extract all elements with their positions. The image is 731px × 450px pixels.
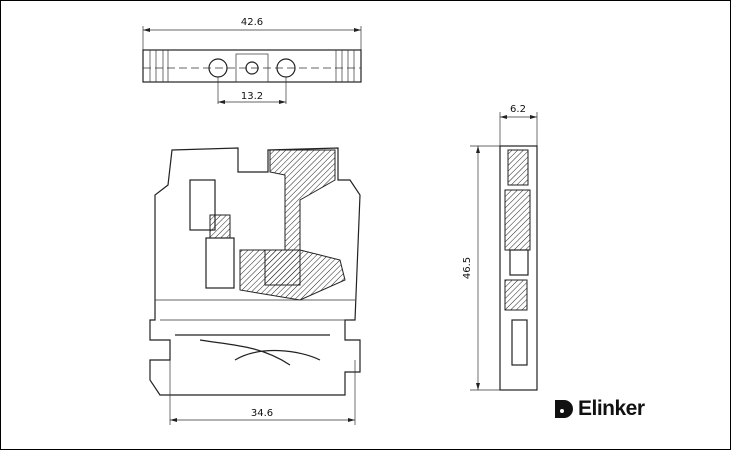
top-view: 42.6 13.2: [142, 17, 362, 104]
side-view: 6.2 46.5: [462, 104, 538, 391]
front-view: 34.6: [149, 147, 361, 425]
logo-icon: [555, 400, 573, 418]
brand-name: Elinker: [578, 397, 645, 420]
dim-top-width: 42.6: [241, 17, 263, 28]
dim-side-width: 6.2: [510, 104, 526, 115]
brand-logo: Elinker: [555, 397, 645, 421]
dim-front-width: 34.6: [251, 408, 273, 419]
dim-height: 46.5: [462, 257, 473, 279]
dim-top-pitch: 13.2: [241, 91, 263, 102]
